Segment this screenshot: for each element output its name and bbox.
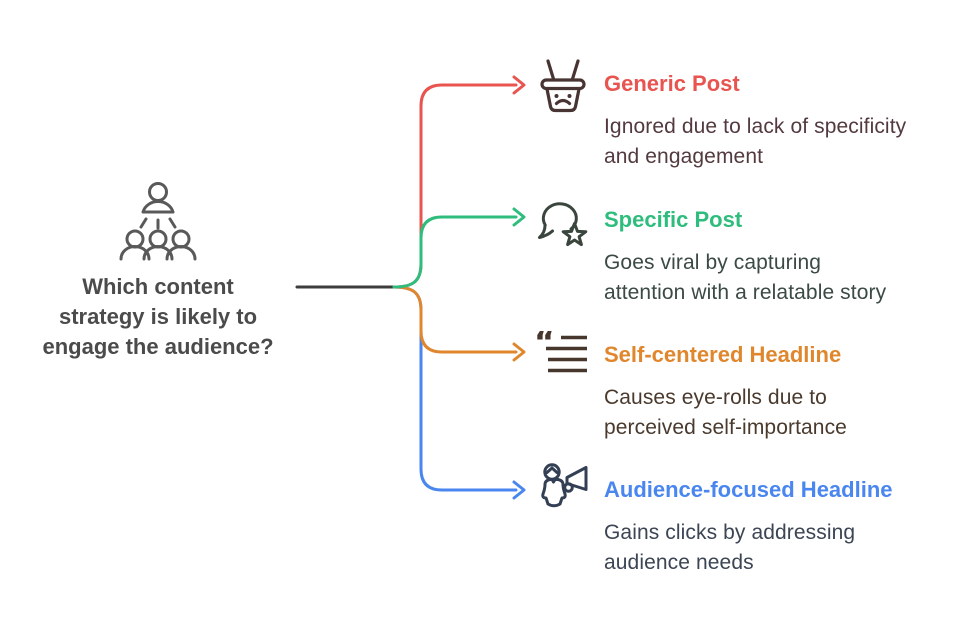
branch-description-generic-post: Ignored due to lack of specificity and e… <box>604 115 907 168</box>
branch-line-self-centered-headline <box>392 285 526 362</box>
chat-bubble-star-icon <box>532 194 594 252</box>
branch-line-generic-post <box>392 75 526 289</box>
branch-title-audience-focused-headline: Audience-focused Headline <box>604 477 893 502</box>
arrowhead-generic-post <box>512 75 526 95</box>
arrowhead-specific-post <box>512 207 526 227</box>
branch-title-self-centered-headline: Self-centered Headline <box>604 342 842 367</box>
arrowhead-audience-focused-headline <box>512 480 526 500</box>
branch-title-generic-post: Generic Post <box>604 71 740 96</box>
sad-basket-icon <box>534 56 592 114</box>
question-line: engage the audience? <box>42 334 274 359</box>
branch-line-specific-post <box>392 207 526 289</box>
question-line: Which content <box>82 274 234 299</box>
branch-description-specific-post: Goes viral by capturing attention with a… <box>604 251 887 304</box>
arrowhead-self-centered-headline <box>512 342 526 362</box>
branch-description-audience-focused-headline: Gains clicks by addressing audience need… <box>604 521 856 574</box>
person-megaphone-icon <box>535 460 591 516</box>
question-text: Which content strategy is likely to enga… <box>30 272 286 362</box>
svg-text:“: “ <box>535 331 555 361</box>
audience-presenter-icon <box>116 181 200 265</box>
branch-line-audience-focused-headline <box>392 285 526 500</box>
quote-lines-icon: “ <box>535 331 589 379</box>
branch-title-specific-post: Specific Post <box>604 207 743 232</box>
branch-description-self-centered-headline: Causes eye-rolls due to perceived self-i… <box>604 386 847 439</box>
question-line: strategy is likely to <box>58 304 258 329</box>
